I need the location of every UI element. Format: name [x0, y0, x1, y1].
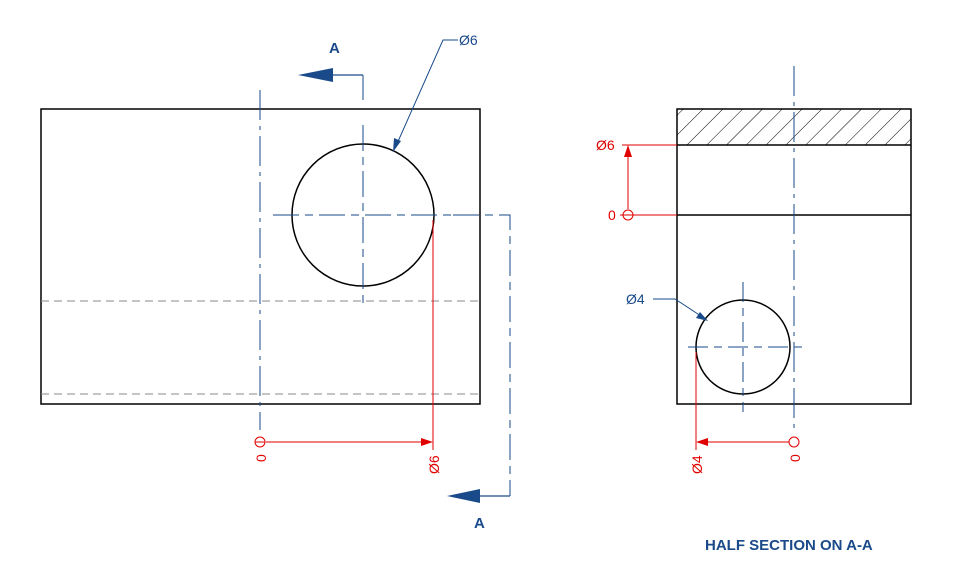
side-vdim-arrow-icon [624, 145, 632, 157]
front-view: A A Ø6 0 Ø6 [40, 32, 511, 532]
side-hole-leader-arrow-icon [696, 312, 708, 321]
view-title: HALF SECTION ON A-A [705, 537, 873, 554]
front-hole-leader [395, 39, 458, 147]
side-view: Ø4 Ø6 0 Ø4 0 HALF SECTION ON A-A [596, 66, 912, 554]
front-hole-leader-arrow-icon [393, 138, 401, 152]
cutting-plane-arrow-top-icon [298, 68, 333, 82]
side-hole-callout: Ø4 [626, 291, 645, 307]
side-vdim-origin-label: 0 [608, 207, 616, 223]
front-dim-value-label: Ø6 [426, 455, 442, 474]
side-vdim-value-label: Ø6 [596, 137, 615, 153]
cutting-plane-arrow-bottom-icon [447, 489, 480, 503]
section-label-top: A [329, 40, 340, 57]
front-dim-arrow-icon [421, 438, 433, 446]
front-dim-origin-label: 0 [253, 454, 269, 462]
side-hdim-value-label: Ø4 [689, 455, 705, 474]
side-hdim-origin-icon [788, 436, 800, 448]
side-vdim-origin-icon [622, 209, 634, 221]
front-hole-callout: Ø6 [459, 32, 478, 48]
side-hdim-origin-label: 0 [787, 454, 803, 462]
side-hole-leader [653, 298, 705, 319]
section-label-bottom: A [474, 515, 485, 532]
side-hdim-arrow-icon [696, 438, 708, 446]
cutting-plane-line-lower [453, 214, 511, 496]
